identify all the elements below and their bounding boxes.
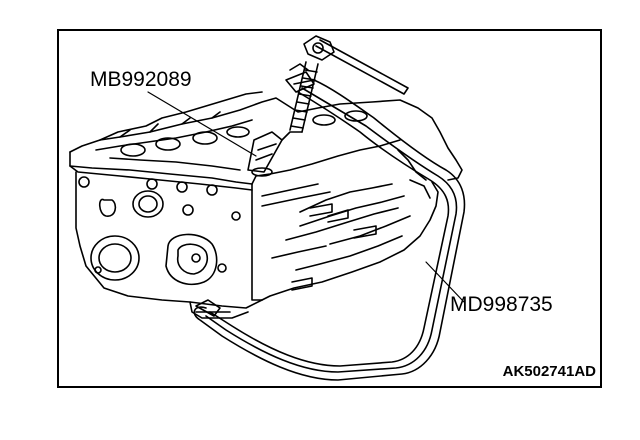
- leader-lines: [147, 91, 465, 303]
- label-mb992089: MB992089: [90, 68, 192, 91]
- valve-spring-compressor-frame: [193, 79, 466, 381]
- compressor-spindle: [285, 35, 409, 133]
- leader-line-md998735: [425, 261, 465, 303]
- cylinder-head: [69, 91, 463, 319]
- leader-line-mb992089: [147, 91, 257, 157]
- figure-id: AK502741AD: [502, 363, 596, 380]
- label-md998735: MD998735: [450, 293, 553, 316]
- diagram-frame: [57, 29, 602, 388]
- spring-compressor-adapter: [247, 131, 303, 177]
